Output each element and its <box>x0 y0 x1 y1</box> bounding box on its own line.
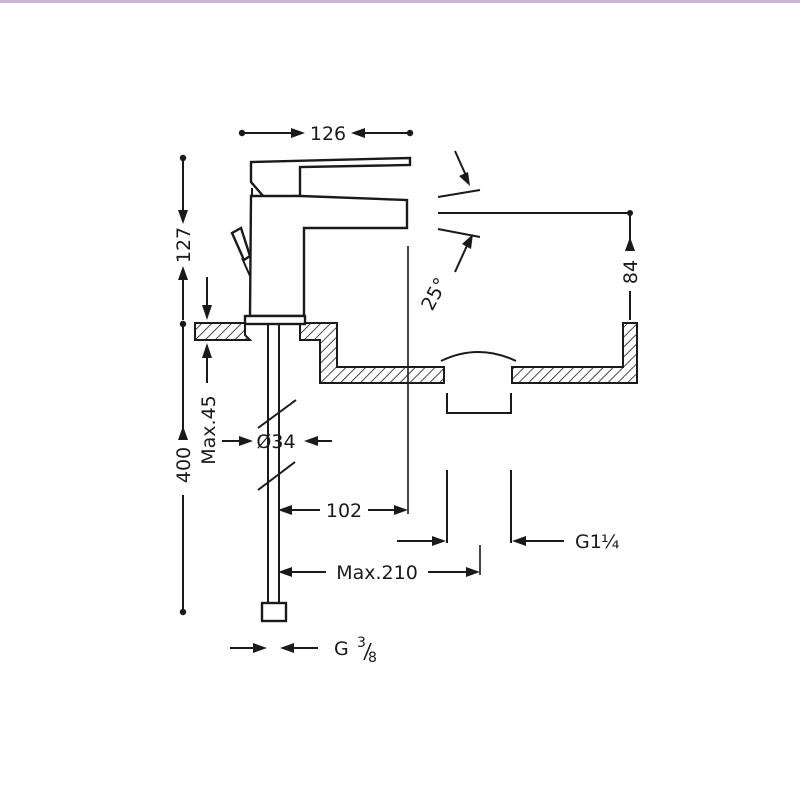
bowl-left-wall <box>299 322 445 384</box>
frame-border <box>0 0 800 3</box>
height-total-label: 400 <box>173 447 195 483</box>
break-mark-upper <box>257 399 297 429</box>
drain-assembly <box>440 351 517 543</box>
dimension-spout-height: 84 <box>620 210 642 320</box>
drain-body <box>446 393 512 414</box>
supply-connection-num: 3 <box>357 635 366 651</box>
dimension-supply-connection: G 3 8 <box>230 635 377 666</box>
dimension-width-top: 126 <box>238 123 414 145</box>
dimension-height-total: 400 <box>173 324 195 616</box>
water-jet <box>437 189 632 238</box>
countertop-section <box>194 322 638 384</box>
waste-connection-fraction: ¼ <box>601 531 619 553</box>
dimension-angle: 25° <box>417 150 473 314</box>
bowl-right-wall <box>511 322 638 384</box>
popup-knob <box>230 226 252 262</box>
dimension-height-upper: 127 <box>173 154 195 328</box>
width-top-label: 126 <box>310 123 346 145</box>
faucet <box>230 156 412 623</box>
deck-left <box>194 322 253 341</box>
diameter-label: Ø34 <box>256 431 295 453</box>
dimension-diameter: Ø34 <box>222 431 332 453</box>
spout-height-label: 84 <box>620 260 642 284</box>
jet-lower <box>437 228 481 238</box>
break-mark-lower <box>257 461 296 491</box>
angle-label: 25° <box>417 274 452 314</box>
supply-connection-den: 8 <box>368 650 377 666</box>
dimension-max-reach: Max.210 <box>278 545 481 584</box>
body-and-spout <box>248 194 409 318</box>
max-thickness-label: Max.45 <box>198 395 220 465</box>
dimension-max-thickness: Max.45 <box>198 277 220 465</box>
waste-connection-main: G1 <box>575 531 602 553</box>
jet-upper <box>437 189 481 198</box>
lever-handle <box>249 156 412 199</box>
drain-dome <box>440 351 517 362</box>
popup-rod <box>241 257 251 277</box>
faucet-base <box>243 314 307 326</box>
hose-nut <box>260 601 288 623</box>
supply-connection-main: G <box>334 638 349 660</box>
dimension-waste-connection: G1 ¼ <box>397 531 619 553</box>
max-reach-label: Max.210 <box>336 562 418 584</box>
spout-reach-label: 102 <box>326 500 362 522</box>
dimension-spout-reach: 102 <box>278 246 409 522</box>
height-upper-label: 127 <box>173 227 195 263</box>
